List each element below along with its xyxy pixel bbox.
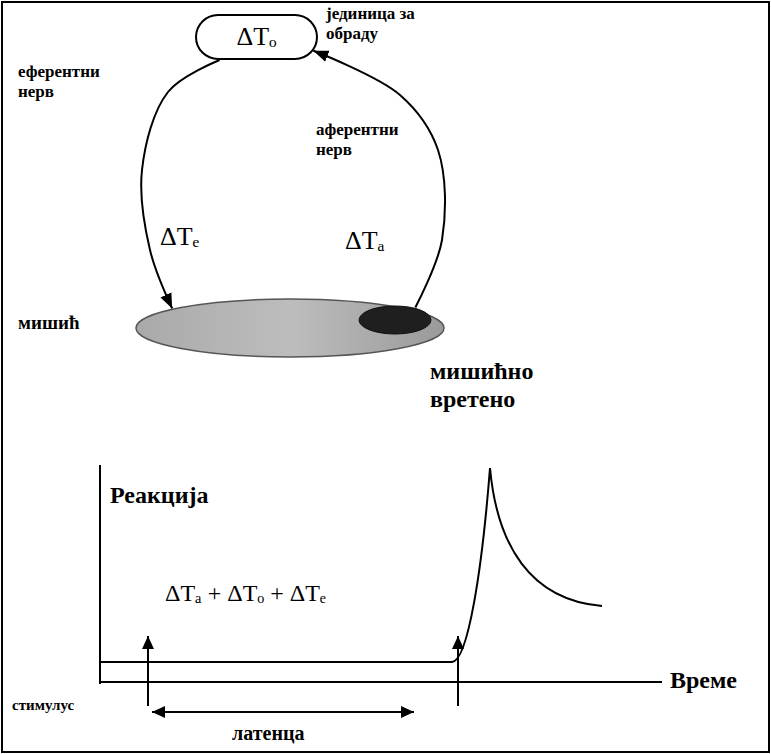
axis-title: Време	[670, 667, 737, 695]
latency-label: латенца	[232, 722, 304, 745]
nerve-connector	[313, 51, 445, 308]
delay-label: ΔTₐ	[345, 226, 385, 256]
muscle-spindle: мишићно вретено	[358, 305, 432, 335]
reaction-axis	[99, 465, 101, 684]
nerve-connector	[141, 60, 219, 309]
muscle-ellipse	[136, 299, 444, 357]
latency-arrow	[152, 711, 414, 713]
spindle-ellipse	[359, 306, 431, 334]
nerve-label: аферентни нерв	[316, 120, 411, 159]
stimulus-arrow	[147, 636, 149, 706]
stimulus-label: стимулус	[12, 697, 74, 714]
muscle-shape: мишићмишићно вретено	[135, 298, 445, 358]
response-arrow	[457, 636, 459, 706]
spindle-outline	[358, 305, 432, 335]
processing-unit-box: ΔTₒ	[195, 14, 318, 60]
node-label: мишићно вретено	[430, 358, 560, 413]
axis-title: Реакција	[110, 482, 208, 510]
unit-caption: јединица за обраду	[326, 4, 436, 43]
time-axis	[100, 681, 662, 683]
node-label: ΔTₒ	[236, 22, 276, 52]
delay-label: ΔTₑ	[160, 222, 199, 252]
latency-sum: ΔTₐ + ΔTₒ + ΔTₑ	[165, 580, 326, 608]
reaction-curve	[100, 468, 602, 662]
node-label: мишић	[18, 312, 79, 334]
nerve-label: еферентни нерв	[18, 62, 118, 101]
